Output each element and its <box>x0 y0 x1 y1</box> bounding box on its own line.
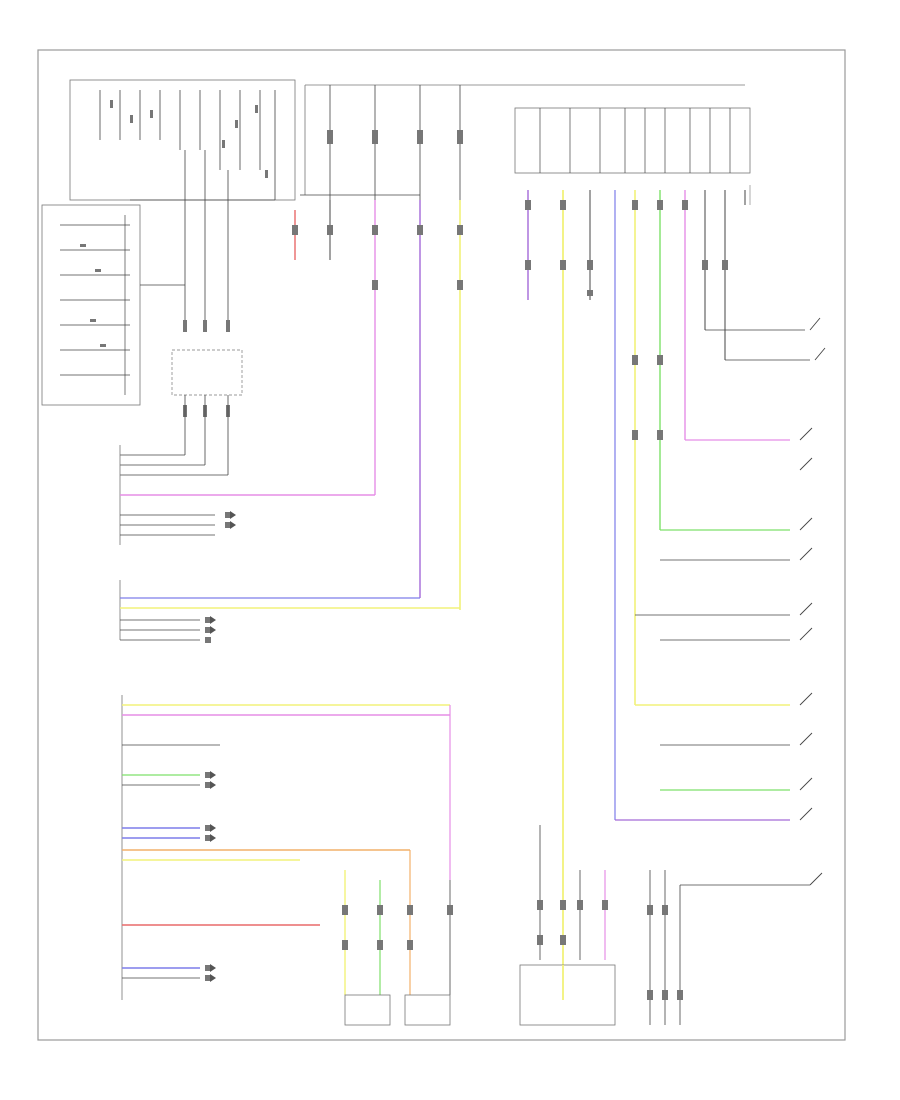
diagram-frame <box>37 49 846 1041</box>
connector-bank-top-left <box>120 320 243 476</box>
connector-bottom-center <box>519 825 616 1026</box>
connector-bottom-right <box>647 870 810 1025</box>
fuse-relay-box-top <box>69 79 296 330</box>
instrument-cluster <box>121 695 451 1000</box>
connector-bank-mid-left <box>119 445 460 643</box>
module-top-right <box>514 107 751 174</box>
fuse-block-left <box>41 204 185 406</box>
sender-bottom-left <box>342 850 453 1026</box>
fuses-top-center <box>292 84 745 610</box>
switch-column-right <box>615 185 826 886</box>
module-output-wires <box>525 190 746 965</box>
